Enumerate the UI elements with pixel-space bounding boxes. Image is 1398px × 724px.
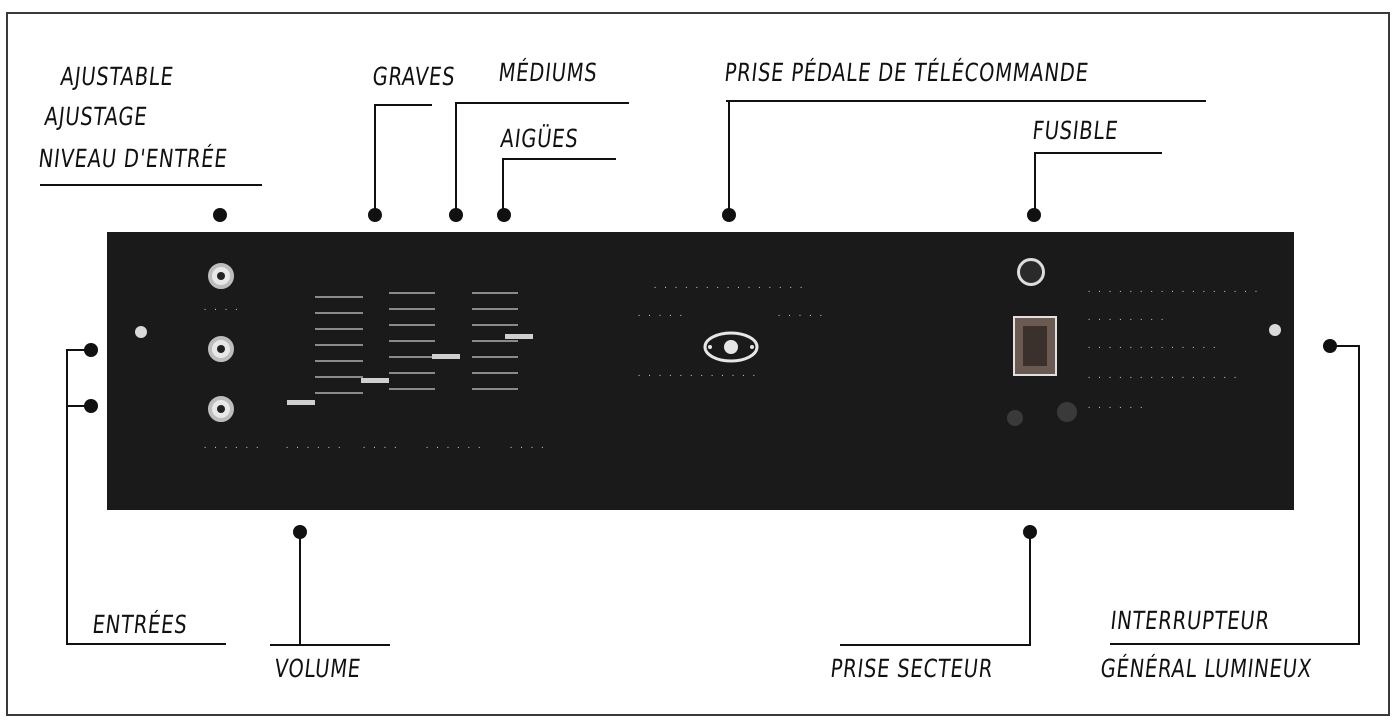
- label-prise-secteur: PRISE SECTEUR: [829, 654, 995, 683]
- marker-dot-entree-1: [84, 343, 98, 357]
- input-jack-3[interactable]: [208, 396, 234, 422]
- scale-tick: [472, 324, 518, 326]
- panel-marking: · · · ·: [203, 306, 240, 314]
- leader-aigues: [502, 158, 504, 214]
- panel-marking: · · · · · · · · · · · · · · ·: [653, 284, 805, 292]
- scale-tick: [315, 376, 363, 378]
- volume-fader[interactable]: [287, 400, 315, 405]
- leader-prise-secteur: [1029, 530, 1031, 646]
- panel-marking: · · · · ·: [637, 312, 684, 320]
- scale-tick: [472, 308, 518, 310]
- aigues-fader[interactable]: [505, 334, 533, 339]
- scale-tick: [389, 308, 435, 310]
- marker-dot-entree-2: [84, 399, 98, 413]
- leader-interrupteur-h: [1330, 345, 1360, 347]
- diagram-frame: [6, 12, 1390, 716]
- scale-tick: [389, 292, 435, 294]
- label-volume: VOLUME: [273, 654, 363, 683]
- marker-dot-graves: [368, 208, 382, 222]
- panel-marking: · · · · · · · ·: [1087, 316, 1166, 324]
- scale-tick: [472, 292, 518, 294]
- amplifier-front-panel: · · · · · · · · · · · · · · · · · · · · …: [107, 232, 1294, 510]
- underline-graves: [374, 104, 432, 106]
- underline-interrupteur: [1110, 643, 1360, 645]
- scale-tick: [315, 344, 363, 346]
- underline-fusible: [1034, 152, 1162, 154]
- label-graves: GRAVES: [371, 62, 457, 91]
- panel-marking: · · · ·: [362, 444, 399, 452]
- panel-marking: · · · · · ·: [203, 444, 261, 452]
- panel-knob: [1057, 402, 1077, 422]
- leader-prise-pedale: [728, 100, 730, 214]
- leader-mediums: [455, 102, 457, 214]
- panel-marking: · · · · · ·: [1087, 404, 1145, 412]
- remote-pedal-socket[interactable]: [701, 328, 761, 366]
- scale-tick: [472, 356, 518, 358]
- scale-tick: [389, 340, 435, 342]
- label-ajustage: AJUSTAGE: [43, 102, 150, 131]
- leader-entree-2-h: [66, 405, 88, 407]
- underline-volume: [270, 644, 390, 646]
- leader-graves: [374, 104, 376, 214]
- label-entrees: ENTRÉES: [91, 610, 190, 639]
- underline-entrees: [66, 643, 226, 645]
- scale-tick: [389, 388, 435, 390]
- panel-knob: [1007, 410, 1023, 426]
- scale-tick: [315, 360, 363, 362]
- panel-marking: · · · · · ·: [425, 444, 483, 452]
- underline-prise-secteur: [840, 644, 1030, 646]
- label-fusible: FUSIBLE: [1031, 116, 1120, 145]
- left-rack-screw: [135, 326, 147, 338]
- panel-marking: · · · · · · · · · · · ·: [637, 372, 757, 380]
- leader-entree-1-h: [66, 349, 88, 351]
- scale-tick: [472, 388, 518, 390]
- underline-aigues: [502, 158, 616, 160]
- label-general-lumineux: GÉNÉRAL LUMINEUX: [1099, 654, 1314, 683]
- input-jack-1[interactable]: [208, 263, 234, 289]
- label-mediums: MÉDIUMS: [497, 58, 600, 87]
- leader-entrees-v: [66, 349, 68, 645]
- marker-dot-aigues: [497, 208, 511, 222]
- scale-tick: [315, 328, 363, 330]
- label-ajustable: AJUSTABLE: [59, 62, 176, 91]
- marker-dot-fusible: [1027, 208, 1041, 222]
- graves-fader[interactable]: [361, 378, 389, 383]
- marker-dot-prise-pedale: [722, 208, 736, 222]
- label-aigues: AIGÜES: [499, 124, 581, 153]
- scale-tick: [315, 312, 363, 314]
- panel-marking: · · · · · · · · · · · · · · · · ·: [1087, 288, 1260, 296]
- scale-tick: [472, 340, 518, 342]
- label-prise-pedale: PRISE PÉDALE DE TÉLÉCOMMANDE: [723, 58, 1091, 87]
- underline-mediums: [455, 102, 629, 104]
- right-rack-screw: [1269, 324, 1281, 336]
- label-interrupteur: INTERRUPTEUR: [1109, 606, 1272, 635]
- label-niveau-entree: NIVEAU D'ENTRÉE: [37, 144, 230, 173]
- scale-tick: [472, 372, 518, 374]
- panel-marking: · · · ·: [509, 444, 546, 452]
- marker-dot-ajustable: [213, 208, 227, 222]
- leader-fusible: [1034, 152, 1036, 214]
- scale-tick: [389, 324, 435, 326]
- underline-niveau: [40, 184, 262, 186]
- scale-tick: [315, 392, 363, 394]
- panel-marking: · · · · ·: [777, 312, 824, 320]
- panel-marking: · · · · · ·: [285, 444, 343, 452]
- fuse-holder[interactable]: [1017, 258, 1045, 286]
- leader-volume: [299, 530, 301, 646]
- power-switch[interactable]: [1013, 316, 1057, 376]
- scale-tick: [389, 372, 435, 374]
- mediums-fader[interactable]: [432, 354, 460, 359]
- underline-prise-pedale: [726, 100, 1206, 102]
- panel-marking: · · · · · · · · · · · · ·: [1087, 344, 1218, 352]
- marker-dot-mediums: [449, 208, 463, 222]
- scale-tick: [389, 356, 435, 358]
- input-jack-2[interactable]: [208, 336, 234, 362]
- panel-marking: · · · · · · · · · · · · · · ·: [1087, 374, 1239, 382]
- leader-interrupteur-v: [1358, 345, 1360, 645]
- scale-tick: [315, 296, 363, 298]
